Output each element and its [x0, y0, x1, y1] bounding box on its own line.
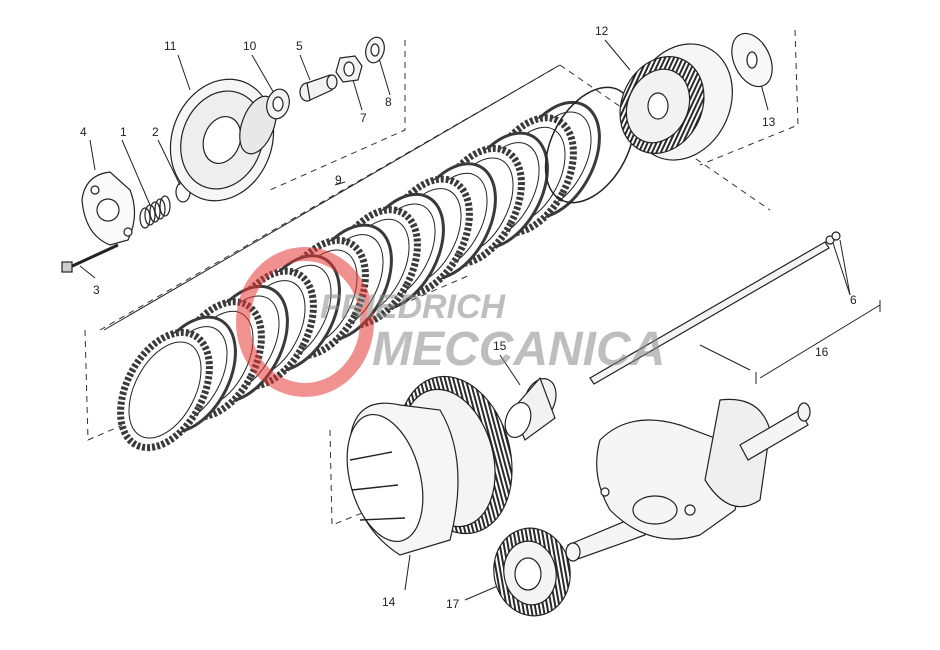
primary-gear-part — [493, 527, 571, 617]
callout-4: 4 — [80, 125, 87, 139]
spring-part — [139, 181, 191, 229]
watermark-line2: MECCANICA — [372, 323, 665, 376]
callout-14: 14 — [382, 595, 396, 609]
clutch-plate-inner-edge — [128, 341, 202, 439]
callout-2: 2 — [152, 125, 159, 139]
washer-part — [365, 36, 385, 64]
spring-ring — [544, 86, 636, 204]
bushing-part — [504, 376, 557, 441]
pin-part — [299, 74, 338, 102]
callout-13: 13 — [762, 115, 776, 129]
callout-1: 1 — [120, 125, 127, 139]
callout-16: 16 — [815, 345, 829, 359]
callout-3: 3 — [93, 283, 100, 297]
clutch-plate-stack — [117, 86, 636, 452]
push-rod-part — [589, 231, 841, 385]
callout-17: 17 — [446, 597, 460, 611]
callout-6: 6 — [850, 293, 857, 307]
thrust-washer-part — [731, 32, 773, 88]
callout-15: 15 — [493, 339, 507, 353]
clutch-basket-part — [346, 375, 513, 556]
watermark-emblem-icon — [236, 247, 374, 397]
clutch-drum-part — [619, 43, 733, 161]
crankshaft-part — [565, 398, 811, 562]
callout-7: 7 — [360, 111, 367, 125]
clutch-plate — [117, 328, 213, 452]
callout-9: 9 — [335, 173, 342, 187]
callout-11: 11 — [164, 39, 177, 53]
callout-labels: 1 2 3 4 5 6 7 8 9 10 11 12 13 14 15 16 1… — [80, 24, 857, 611]
leader-lines — [79, 39, 881, 601]
callout-8: 8 — [385, 95, 392, 109]
callout-5: 5 — [296, 39, 303, 53]
callout-10: 10 — [243, 39, 257, 53]
pressure-plate-part — [169, 78, 277, 202]
nut-part — [335, 55, 363, 83]
watermark-line1: FRIEDRICH — [320, 288, 507, 326]
watermark: FRIEDRICH MECCANICA — [236, 247, 665, 397]
bearing-part — [266, 88, 290, 120]
cover-plate-part — [61, 171, 136, 273]
callout-12: 12 — [595, 24, 609, 38]
